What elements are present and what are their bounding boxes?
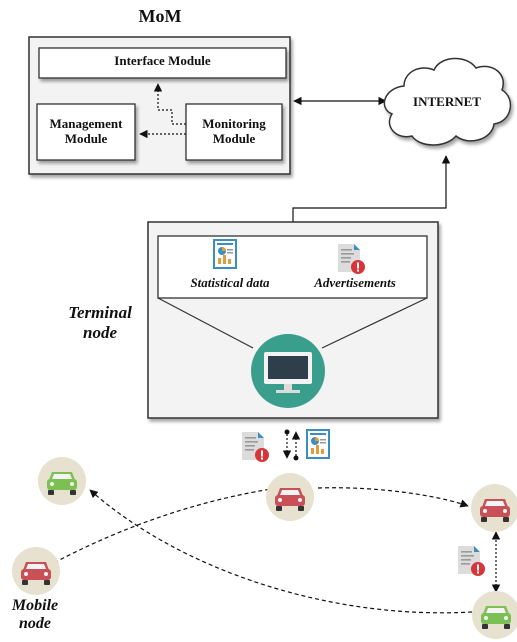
- panel-left-line: [157, 297, 254, 349]
- vehicle-trajectory-1: [47, 485, 291, 567]
- exchange-alert-icon: [242, 432, 269, 462]
- car-icon-red-center: [266, 473, 314, 521]
- monitor-icon: [251, 334, 325, 408]
- mobile-node-label: Mobile node: [11, 597, 59, 633]
- management-module-box: [36, 103, 136, 161]
- cloud-icon: [383, 57, 512, 146]
- vehicle-trajectory-2: [317, 487, 469, 508]
- bidirectional-dotted-arrow: [282, 429, 301, 461]
- monitoring-module-label: Monitoring Module: [202, 116, 266, 146]
- car-icon-red-right: [471, 484, 517, 532]
- monitoring-to-interface-arrow: [153, 83, 186, 125]
- mom-title: MoM: [138, 6, 182, 26]
- interface-module-label: Interface Module: [114, 53, 211, 68]
- v2v-alert-icon: [458, 546, 485, 576]
- interface-module-box: [38, 47, 287, 79]
- advertisements-label: Advertisements: [314, 275, 396, 290]
- car-icon-red-left: [12, 547, 60, 595]
- terminal-data-panel: [157, 235, 428, 299]
- management-module-label: Management Module: [49, 116, 123, 146]
- statistical-data-document-chart-icon: [213, 239, 237, 269]
- internet-label: INTERNET: [413, 94, 481, 109]
- vehicle-trajectory-3: [89, 489, 473, 614]
- terminal-internet-link: [292, 155, 451, 222]
- exchange-chart-icon: [306, 429, 330, 459]
- terminal-node-label: Terminal node: [68, 303, 132, 342]
- panel-right-line: [321, 297, 428, 349]
- car-icon-green-bottomright: [472, 591, 517, 639]
- car-icon-green-topleft: [38, 457, 86, 505]
- statistical-data-label: Statistical data: [190, 275, 270, 290]
- monitoring-module-box: [185, 103, 283, 161]
